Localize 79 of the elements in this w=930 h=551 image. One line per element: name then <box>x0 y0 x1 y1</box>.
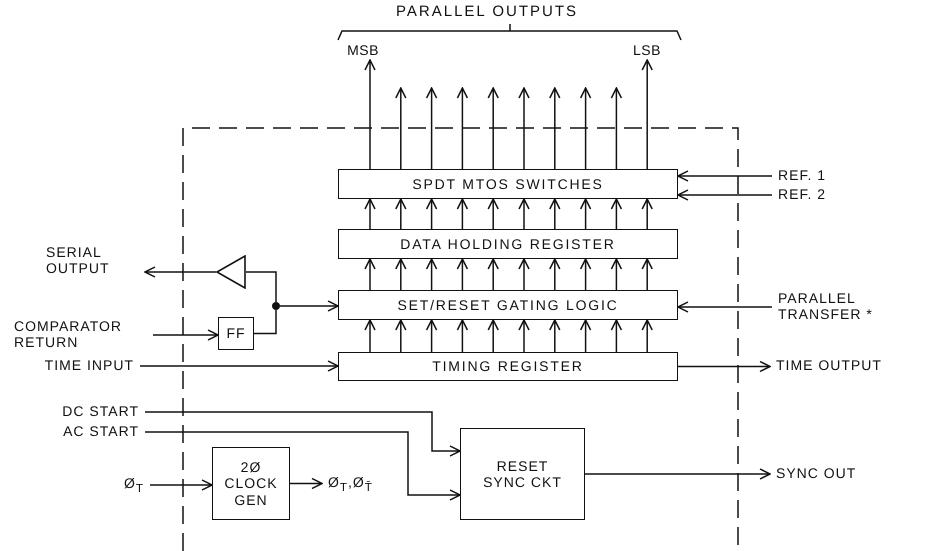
arrow <box>456 87 468 169</box>
signal-label: SERIAL OUTPUT <box>40 240 145 282</box>
arrow <box>395 258 407 290</box>
arrow <box>641 198 653 229</box>
arrow <box>518 198 530 229</box>
arrow <box>610 258 622 290</box>
clock-generator-block: 2Ø CLOCK GEN <box>212 447 290 520</box>
arrow <box>153 329 219 341</box>
arrow <box>549 87 561 169</box>
arrow <box>456 198 468 229</box>
flip-flop-block: FF <box>218 317 254 350</box>
arrow <box>290 478 323 490</box>
arrow <box>549 319 561 352</box>
arrow <box>145 431 461 501</box>
arrow <box>426 258 438 290</box>
group-label: PARALLEL OUTPUTS <box>396 3 578 20</box>
arrow <box>580 87 592 169</box>
signal-label: PARALLEL TRANSFER * <box>772 288 912 326</box>
signal-label: TIME INPUT <box>10 357 140 375</box>
arrow <box>395 198 407 229</box>
arrow <box>610 198 622 229</box>
bit-label: LSB <box>629 42 665 60</box>
bit-label: MSB <box>344 42 382 60</box>
junction-dot <box>272 302 280 310</box>
signal-label: COMPARATOR RETURN <box>8 312 153 358</box>
arrow <box>145 411 461 457</box>
sync-circuit-block: RESET SYNC CKT <box>460 428 585 520</box>
arrow <box>610 319 622 352</box>
signal-label: SYNC OUT <box>770 465 890 483</box>
arrow <box>364 59 376 169</box>
arrow <box>395 87 407 169</box>
arrow <box>395 319 407 352</box>
signal-label: REF. 2 <box>772 186 852 204</box>
signal-label: REF. 1 <box>772 167 852 185</box>
arrow <box>677 189 772 201</box>
arrow <box>549 258 561 290</box>
arrow <box>456 258 468 290</box>
arrow <box>144 266 216 278</box>
arrow <box>585 468 771 480</box>
arrow <box>610 87 622 169</box>
arrow <box>580 198 592 229</box>
logic-block: SET/RESET GATING LOGIC <box>338 290 678 320</box>
arrow <box>487 198 499 229</box>
arrow <box>487 87 499 169</box>
signal-label: TIME OUTPUT <box>770 357 928 375</box>
arrow <box>254 310 277 334</box>
arrow <box>549 198 561 229</box>
arrow <box>641 59 653 169</box>
signal-label: AC START <box>20 423 145 441</box>
arrow <box>580 258 592 290</box>
arrow <box>426 319 438 352</box>
arrow <box>487 319 499 352</box>
signal-label: DC START <box>20 403 145 421</box>
signal-label: Ø$_{T}$,Ø$_{T̄}$ <box>322 472 392 496</box>
arrow <box>641 319 653 352</box>
arrow <box>246 271 277 302</box>
arrow <box>487 258 499 290</box>
arrow <box>364 198 376 229</box>
buffer-triangle <box>216 255 246 289</box>
switch-block: SPDT MTOS SWITCHES <box>338 169 678 199</box>
arrow <box>677 170 772 182</box>
register-block: DATA HOLDING REGISTER <box>338 229 678 259</box>
arrow <box>518 87 530 169</box>
arrow <box>580 319 592 352</box>
arrow <box>150 479 213 491</box>
arrow <box>678 360 771 372</box>
arrow <box>677 301 772 313</box>
arrow <box>280 300 339 312</box>
arrow <box>641 258 653 290</box>
arrow <box>456 319 468 352</box>
arrow <box>518 319 530 352</box>
arrow <box>140 360 339 372</box>
arrow <box>364 319 376 352</box>
arrow <box>426 198 438 229</box>
signal-label: Ø$_{T}$ <box>100 474 150 496</box>
register-block: TIMING REGISTER <box>338 352 678 381</box>
arrow <box>364 258 376 290</box>
arrow <box>426 87 438 169</box>
arrow <box>518 258 530 290</box>
